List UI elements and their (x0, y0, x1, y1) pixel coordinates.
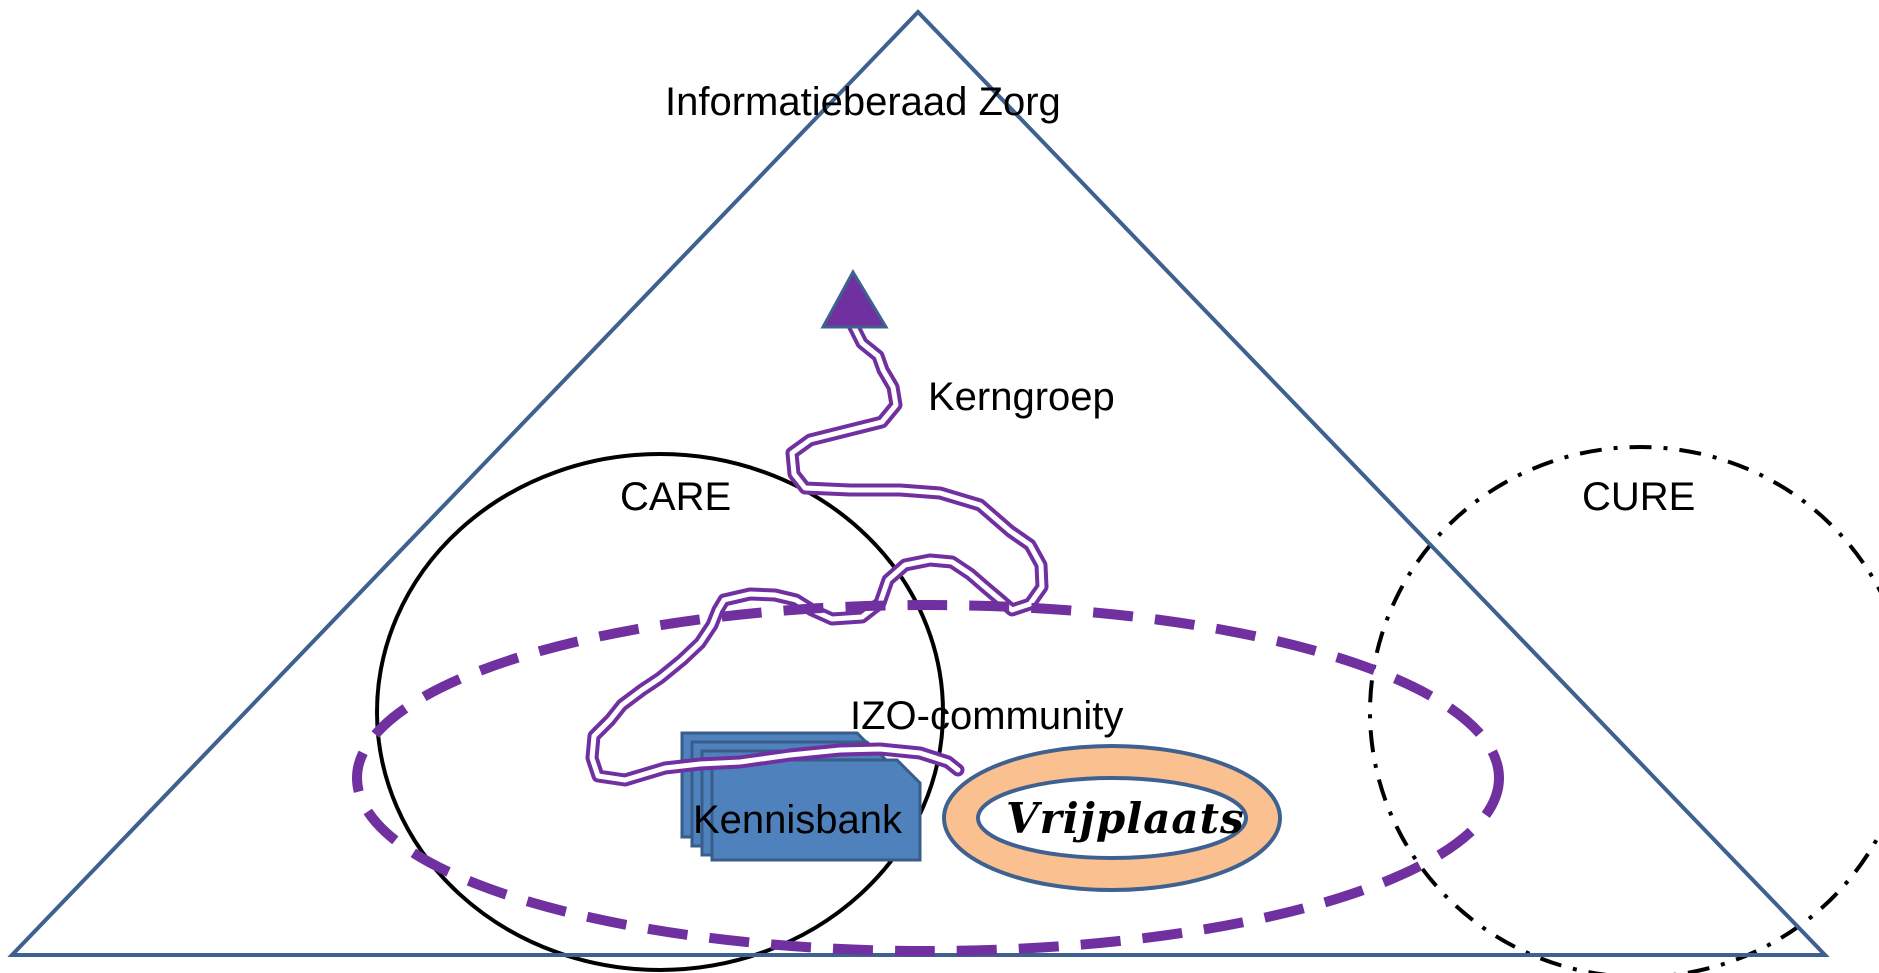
cure-label: CURE (1582, 475, 1696, 519)
izo-community-label: IZO-community (850, 694, 1124, 738)
kerngroep-triangle (820, 268, 889, 329)
kerngroep-path (585, 318, 1049, 787)
care-circle (375, 452, 945, 972)
izo-community-ellipse (352, 600, 1504, 956)
cure-circle (1368, 445, 1879, 973)
kennisbank-label: Kennisbank (693, 798, 903, 842)
informatieberaad-label: Informatieberaad Zorg (665, 80, 1061, 124)
vrijplaats-core (976, 776, 1248, 860)
vrijplaats-label: Vrijplaats (1006, 794, 1245, 843)
care-label: CARE (620, 475, 732, 519)
kennisbank-card-front (710, 758, 922, 862)
kerngroep-label: Kerngroep (928, 375, 1115, 419)
